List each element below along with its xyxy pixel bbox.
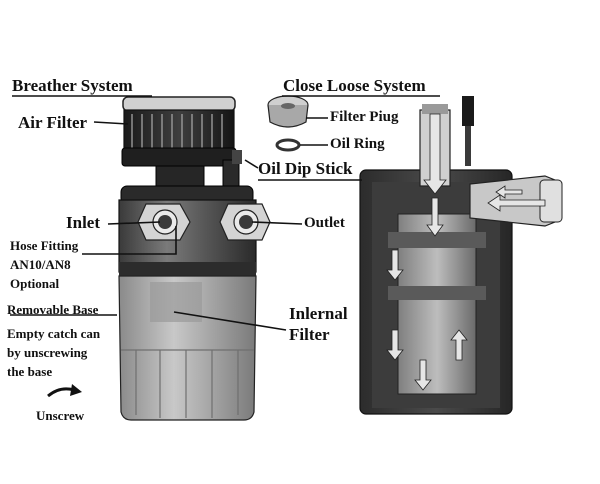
- filter-plug-part: [267, 95, 309, 128]
- removable-base-label: Removable Base: [7, 302, 99, 317]
- inlet-label: Inlet: [66, 213, 100, 232]
- hose-fitting-sizes-label: AN10/AN8: [10, 257, 71, 272]
- oil-ring-label: Oil Ring: [330, 136, 385, 152]
- cutaway-can: [359, 96, 563, 415]
- base-description-line-1: Empty catch can: [7, 326, 101, 341]
- air-filter-label: Air Filter: [18, 113, 88, 132]
- air-filter-element: [121, 96, 237, 189]
- oil-ring-part: [275, 138, 301, 152]
- internal-filter-label-line-2: Filter: [289, 325, 330, 344]
- leader-lines: [10, 95, 440, 331]
- filter-plug-label: Filter Piug: [330, 109, 399, 125]
- inlet-fitting: [137, 203, 191, 241]
- internal-filter-label-line-1: Inlernal: [289, 304, 348, 323]
- base-description-line-3: the base: [7, 364, 53, 379]
- close-loose-system-label: Close Loose System: [283, 76, 426, 95]
- hose-fitting-optional-label: Optional: [10, 276, 60, 291]
- base-description-line-2: by unscrewing: [7, 345, 88, 360]
- unscrew-label: Unscrew: [36, 408, 85, 423]
- oil-dip-stick-label: Oil Dip Stick: [258, 159, 353, 178]
- curved-arrow-icon: [47, 384, 82, 398]
- breather-system-label: Breather System: [12, 76, 133, 95]
- outlet-fitting: [219, 203, 271, 241]
- hose-fitting-label: Hose Fitting: [10, 238, 79, 253]
- outlet-label: Outlet: [304, 215, 345, 231]
- flow-arrows: [386, 113, 546, 391]
